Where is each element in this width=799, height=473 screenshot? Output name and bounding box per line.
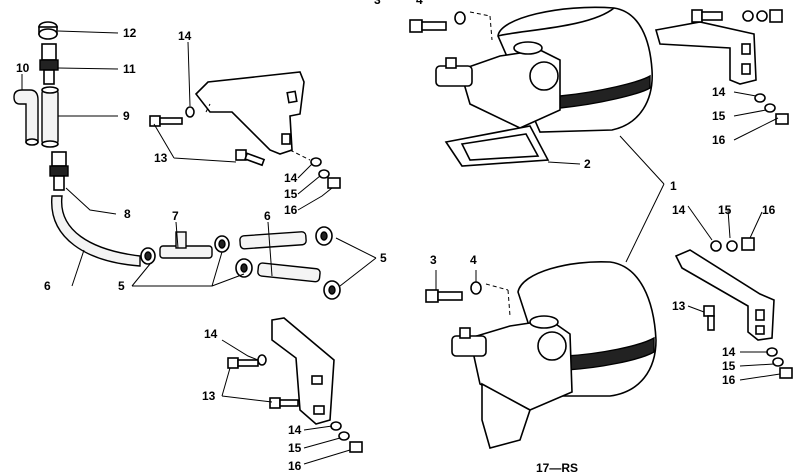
lower-brake-booster bbox=[425, 237, 793, 449]
part-5-clamp bbox=[140, 247, 156, 265]
part-5-clamp bbox=[235, 258, 253, 278]
part-5-clamp bbox=[315, 226, 333, 246]
callout-15: 15 bbox=[712, 109, 726, 123]
callout-7: 7 bbox=[172, 209, 179, 223]
callout-3: 3 bbox=[430, 253, 437, 267]
part-16-nut bbox=[779, 367, 793, 379]
callout-16: 16 bbox=[288, 459, 302, 473]
callout-15: 15 bbox=[284, 187, 298, 201]
part-8-union bbox=[49, 151, 69, 191]
callout-16: 16 bbox=[722, 373, 736, 387]
callout-13: 13 bbox=[154, 151, 168, 165]
callout-16: 16 bbox=[762, 203, 776, 217]
callout-14: 14 bbox=[284, 171, 298, 185]
callout-3: 3 bbox=[374, 0, 381, 7]
part-11-fitting bbox=[39, 43, 59, 85]
callout-12: 12 bbox=[123, 26, 137, 40]
lower-left-bracket bbox=[227, 317, 363, 453]
callout-16: 16 bbox=[712, 133, 726, 147]
part-13-bolt bbox=[691, 9, 723, 23]
callout-13: 13 bbox=[202, 389, 216, 403]
hose-assembly bbox=[13, 21, 341, 300]
part-16-nut bbox=[327, 177, 341, 189]
callout-labels: 12 11 10 9 8 6 7 6 5 5 14 13 14 15 16 14… bbox=[16, 0, 776, 473]
callout-15: 15 bbox=[718, 203, 732, 217]
callout-11: 11 bbox=[123, 62, 136, 76]
callout-4: 4 bbox=[416, 0, 423, 7]
part-15-lockwasher bbox=[772, 357, 784, 367]
callout-6: 6 bbox=[44, 279, 51, 293]
part-3-bolt bbox=[409, 19, 447, 33]
part-6-long-hose bbox=[51, 195, 141, 267]
callout-14: 14 bbox=[712, 85, 726, 99]
part-13-bolt bbox=[227, 357, 299, 409]
part-13-bolt bbox=[235, 149, 266, 167]
callout-2: 2 bbox=[584, 157, 591, 171]
leader-lines bbox=[21, 30, 781, 465]
part-14-washer bbox=[754, 93, 766, 103]
callout-16: 16 bbox=[284, 203, 298, 217]
callout-14: 14 bbox=[204, 327, 218, 341]
part-3-bolt bbox=[425, 289, 463, 303]
callout-9: 9 bbox=[123, 109, 130, 123]
callout-14: 14 bbox=[178, 29, 192, 43]
callout-4: 4 bbox=[470, 253, 477, 267]
callout-8: 8 bbox=[124, 207, 131, 221]
callout-15: 15 bbox=[288, 441, 302, 455]
part-7-tee bbox=[159, 231, 230, 259]
callout-5: 5 bbox=[118, 279, 125, 293]
part-5-clamp bbox=[323, 280, 341, 300]
callout-14: 14 bbox=[672, 203, 686, 217]
part-14-washer bbox=[257, 354, 267, 366]
callout-15: 15 bbox=[722, 359, 736, 373]
upper-brake-booster bbox=[409, 6, 789, 167]
part-10-elbow-hose bbox=[13, 89, 39, 146]
part-14-washer bbox=[766, 347, 778, 357]
part-6-hose-lower bbox=[257, 262, 321, 283]
part-13-bolt bbox=[703, 305, 715, 331]
callout-14: 14 bbox=[288, 423, 302, 437]
part-6-hose-upper bbox=[239, 231, 307, 250]
part-16-nut bbox=[775, 113, 789, 125]
callout-14: 14 bbox=[722, 345, 736, 359]
callout-17-rs: 17—RS bbox=[536, 461, 578, 473]
part-14-washer bbox=[310, 157, 322, 167]
part-12-nut bbox=[38, 21, 58, 40]
part-14-washer bbox=[185, 106, 195, 118]
part-14-washer bbox=[330, 421, 342, 431]
part-9-hose bbox=[41, 86, 59, 148]
callout-1: 1 bbox=[670, 179, 677, 193]
callout-5: 5 bbox=[380, 251, 387, 265]
upper-left-bracket bbox=[149, 71, 341, 189]
callout-13: 13 bbox=[672, 299, 686, 313]
callout-6: 6 bbox=[264, 209, 271, 223]
part-15-lockwasher bbox=[318, 169, 330, 179]
callout-10: 10 bbox=[16, 61, 30, 75]
part-15-lockwasher bbox=[764, 103, 776, 113]
part-4-washer bbox=[454, 11, 466, 25]
part-15-lockwasher bbox=[338, 431, 350, 441]
part-4-washer bbox=[470, 281, 482, 295]
part-16-nut bbox=[349, 441, 363, 453]
